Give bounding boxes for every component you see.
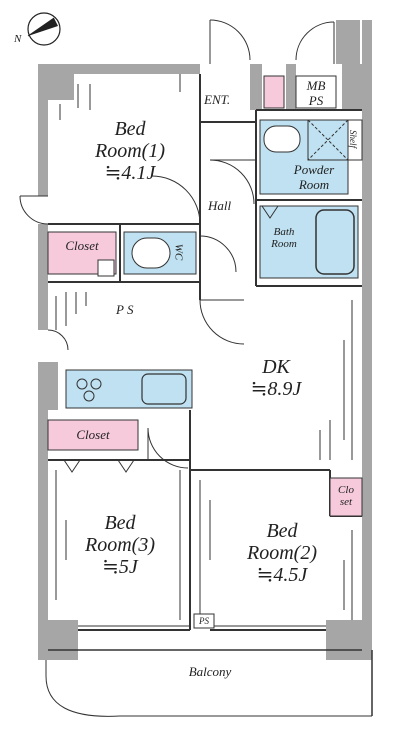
bedroom1-line1: Bed <box>114 118 146 140</box>
entrance-label: ENT. <box>204 92 231 107</box>
hall-label: Hall <box>208 198 232 213</box>
north-arrow-icon <box>27 12 61 46</box>
balcony-frame <box>48 649 373 716</box>
bedroom3-line1: Bed <box>104 512 136 534</box>
wc-label: WC <box>172 243 185 261</box>
bath-room-label: Bath Room <box>262 226 306 250</box>
bedroom2-size: ≒4.5J <box>256 564 308 586</box>
compass-north-label: N <box>14 33 22 45</box>
bath-room-line1: Bath <box>273 226 295 238</box>
balcony-label: Balcony <box>188 664 232 679</box>
bedroom1-line2: Room(1) <box>95 140 165 162</box>
bath-room-line2: Room <box>271 238 297 250</box>
closet-lower-label: Closet <box>76 427 110 442</box>
shelf-label: Shelf <box>348 130 358 148</box>
door-swings <box>19 19 372 717</box>
dk-size: ≒8.9J <box>250 378 302 400</box>
dk-label: DK ≒8.9J <box>236 356 316 400</box>
window-ticks <box>55 74 353 620</box>
ps-lower-label: PS <box>199 616 209 626</box>
mbps-line2: PS <box>308 93 324 108</box>
fixtures <box>65 119 363 409</box>
bedroom3-line2: Room(3) <box>85 534 155 556</box>
closet-right-label: Clo set <box>330 484 362 508</box>
powder-room-line1: Powder <box>293 162 335 177</box>
bedroom2-line2: Room(2) <box>247 542 317 564</box>
bedroom2-line1: Bed <box>266 520 298 542</box>
bedroom3-label: Bed Room(3) ≒5J <box>60 512 180 578</box>
mbps-label: MB PS <box>298 78 334 108</box>
bedroom3-size: ≒5J <box>102 556 138 578</box>
walls <box>38 20 372 660</box>
closet-upper-label: Closet <box>65 238 99 253</box>
closet-right-line2: set <box>339 496 353 508</box>
powder-room-label: Powder Room <box>276 162 352 192</box>
dk-line1: DK <box>262 356 290 378</box>
bedroom1-size: ≒4.1J <box>104 162 156 184</box>
closets <box>47 75 363 629</box>
bedroom1-label: Bed Room(1) ≒4.1J <box>70 118 190 184</box>
bedroom2-label: Bed Room(2) ≒4.5J <box>222 520 342 586</box>
powder-room-line2: Room <box>298 177 330 192</box>
mbps-line1: MB <box>306 78 326 93</box>
closet-right-line1: Clo <box>338 484 354 496</box>
ps-upper-label: P S <box>116 302 134 317</box>
